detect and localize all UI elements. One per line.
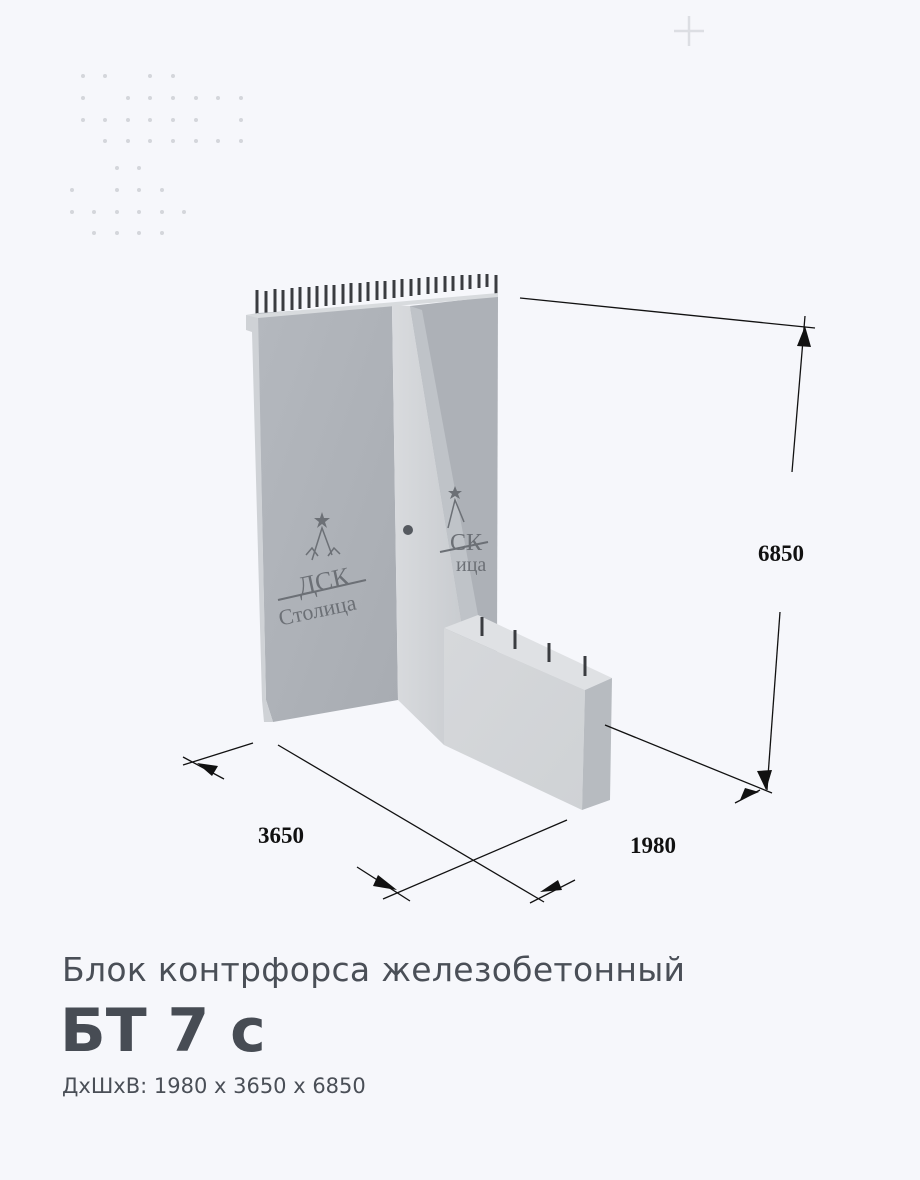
dimension-arrows [197,326,811,892]
lifting-hole [403,525,413,535]
wall-left-edge [246,313,273,722]
dimension-length: 1980 [630,833,676,858]
rebar-base [480,617,587,676]
counterfort-rib [392,305,462,745]
base-slab-top [444,615,612,690]
product-title: Блок контрфорса железобетонный [62,950,686,989]
product-dimensions: ДхШхВ: 1980 х 3650 х 6850 [62,1074,366,1098]
rebar-top [255,274,498,314]
svg-text:СК: СК [450,530,483,556]
wall-top [246,293,498,318]
base-slab-side [582,678,612,810]
counterfort-rib-side [410,306,478,625]
dimension-width: 3650 [258,823,304,848]
svg-text:ица: ица [456,554,486,576]
plus-icon [674,16,704,46]
product-model: БТ 7 с [60,996,266,1066]
wall-left [258,305,398,722]
base-slab-front [444,628,585,810]
company-logo-right: СК ица [439,486,489,576]
dimension-height: 6850 [758,541,804,566]
product-illustration: ДСК Столица СК ица [70,16,816,904]
decorative-dots [70,74,243,235]
